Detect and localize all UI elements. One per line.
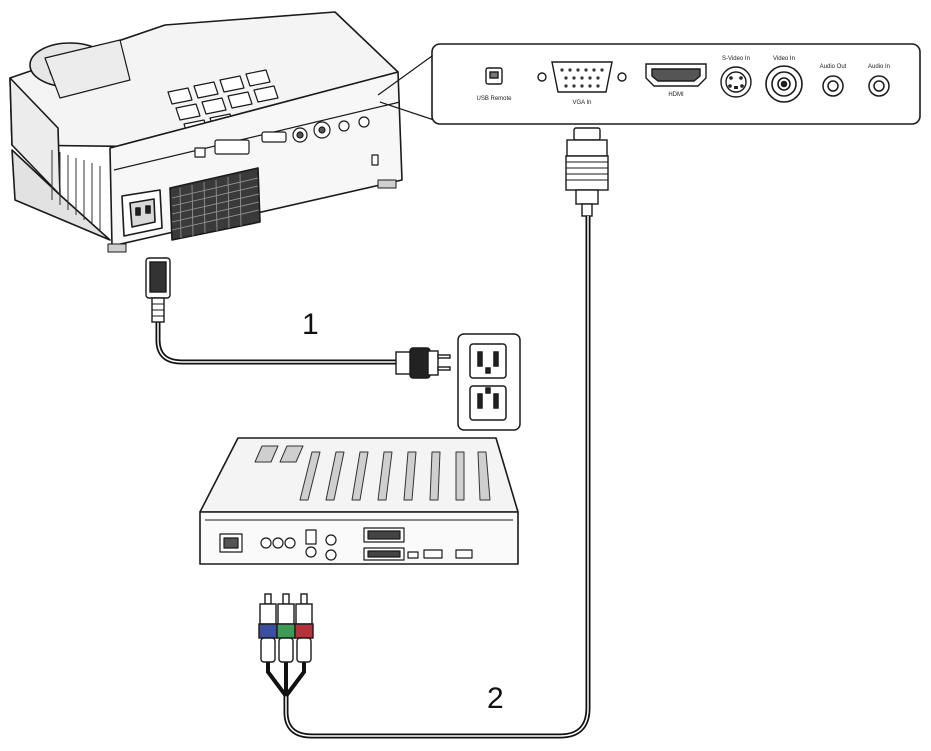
- svideo-port-label: S-Video In: [722, 56, 750, 62]
- dvd-top-vents: [254, 445, 491, 501]
- vga-connector: [565, 127, 609, 217]
- projector-side-vent: [51, 150, 101, 230]
- projector-rear-grille: [169, 167, 261, 241]
- power-cord-connector: [145, 257, 171, 323]
- callout-power: 1: [302, 308, 319, 341]
- projector-port-panel: USB Remote VGA In HDMI S-Video In: [431, 43, 921, 125]
- projector-rear-ports: [194, 116, 379, 166]
- vga-port: [537, 61, 627, 93]
- usb-port: [485, 67, 503, 85]
- projector-lens: [29, 39, 131, 99]
- power-plug: [395, 347, 451, 379]
- hdmi-port-label: HDMI: [668, 92, 684, 98]
- projector-power-inlet: [121, 189, 163, 237]
- component-cable: [266, 216, 591, 739]
- outlet-socket-upper: [469, 343, 507, 379]
- video-port: [765, 65, 803, 103]
- outlet-socket-lower: [469, 385, 507, 421]
- usb-port-label: USB Remote: [476, 96, 512, 102]
- wall-outlet: [457, 333, 521, 431]
- rca-plug-red: [294, 593, 314, 663]
- audio-out-port-label: Audio Out: [820, 64, 847, 70]
- audio-in-port-label: Audio In: [868, 64, 890, 70]
- svideo-port: [720, 66, 752, 98]
- vga-port-label: VGA In: [572, 100, 591, 106]
- zoom-callout-lines: [377, 55, 435, 121]
- video-port-label: Video In: [773, 56, 795, 62]
- dvd-player: [199, 437, 519, 565]
- callout-component: 2: [487, 682, 504, 715]
- audio-out-port: [822, 75, 844, 97]
- projector: [9, 11, 403, 253]
- dvd-rear-ports: [219, 527, 473, 561]
- power-cable: [155, 320, 400, 365]
- rca-plug-blue: [258, 593, 278, 663]
- audio-in-port: [868, 75, 890, 97]
- rca-plug-green: [276, 593, 296, 663]
- hdmi-port: [645, 63, 707, 87]
